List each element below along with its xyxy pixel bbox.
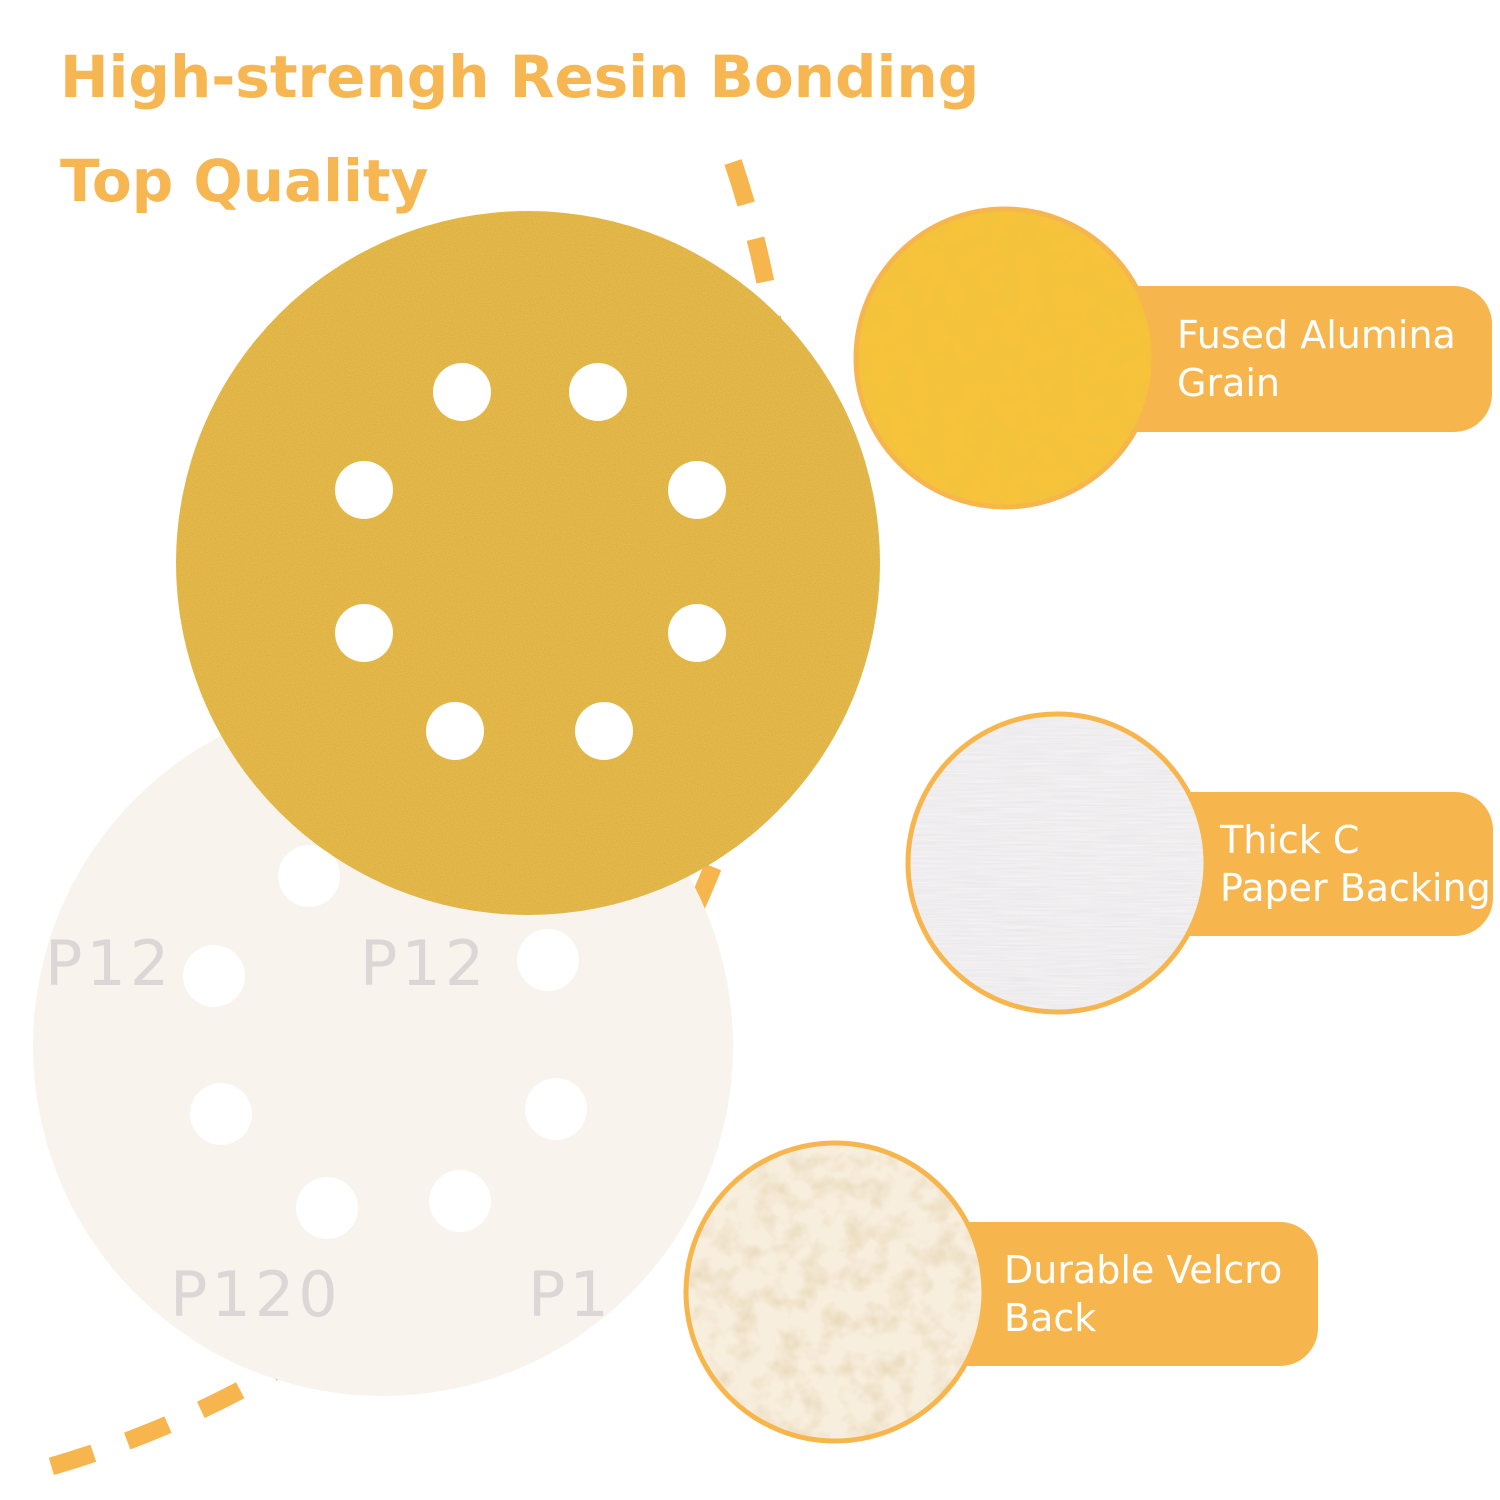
disc-back-holes [183,845,587,1239]
feature-grain-line-1: Fused Alumina [1177,313,1456,357]
grit-print-right: P1 [528,1258,613,1331]
feature-pill-3-bg [885,1222,1318,1366]
feature-backing-line-2: Paper Backing [1220,866,1491,910]
grit-print-left: P12 [45,927,173,1000]
headline-line-2: Top Quality [60,147,429,215]
feature-grain-line-2: Grain [1177,361,1280,405]
disc-front-holes [335,363,726,760]
feature-backing-line-1: Thick C [1220,818,1360,862]
feature-pill-backing: Thick C Paper Backing [1100,792,1493,936]
grit-print-bottom: P120 [170,1258,342,1331]
sanding-disc-front [176,211,880,915]
velcro-back-closeup-icon [683,1140,987,1444]
feature-pill-velcro: Durable Velcro Back [885,1222,1318,1366]
grit-print-top: P12 [360,927,488,1000]
headline-line-1: High-strengh Resin Bonding [60,43,980,111]
feature-pill-grain: Fused Alumina Grain [1060,286,1492,432]
abrasive-grain-closeup-icon [853,206,1157,510]
feature-pill-1-bg [1060,286,1492,432]
feature-velcro-line-2: Back [1004,1296,1097,1340]
paper-backing-closeup-icon [905,711,1209,1015]
feature-velcro-line-1: Durable Velcro [1004,1248,1283,1292]
